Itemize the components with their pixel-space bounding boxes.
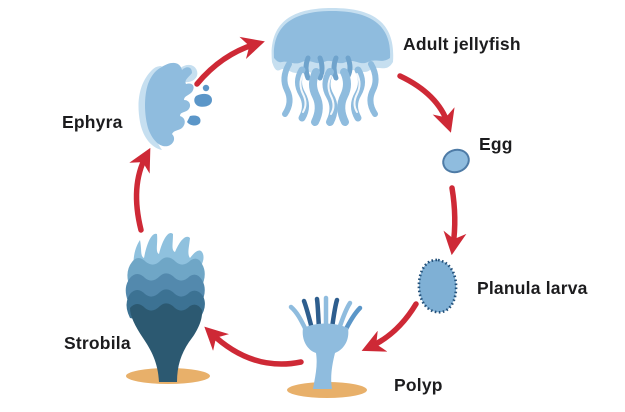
arrow-strobila-to-ephyra <box>129 147 151 233</box>
arrow-adult-to-egg <box>397 73 455 133</box>
arrow-ephyra-to-adult <box>194 36 265 87</box>
ephyra-illustration <box>138 62 212 150</box>
adult-jellyfish-illustration <box>271 8 394 126</box>
stage-label-polyp: Polyp <box>394 375 443 395</box>
polyp-illustration <box>287 295 367 398</box>
egg-illustration <box>442 148 470 174</box>
arrow-planula-to-polyp <box>361 301 419 352</box>
arrow-polyp-to-strobila <box>204 326 304 367</box>
cycle-arrows <box>129 36 467 367</box>
arrow-egg-to-planula <box>443 185 467 256</box>
strobila-illustration <box>125 232 210 384</box>
stage-label-strobila: Strobila <box>64 333 131 353</box>
stage-label-planula-larva: Planula larva <box>477 278 588 298</box>
stage-label-egg: Egg <box>479 134 513 154</box>
planula-larva-illustration <box>417 258 458 314</box>
stage-label-adult-jellyfish: Adult jellyfish <box>403 34 521 54</box>
stage-label-ephyra: Ephyra <box>62 112 123 132</box>
